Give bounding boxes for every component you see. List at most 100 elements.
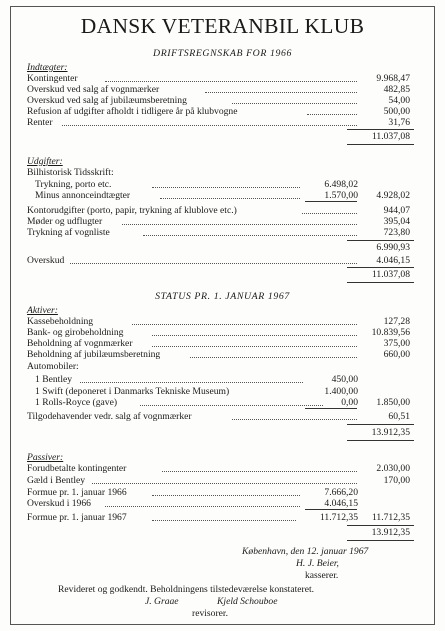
- sub-rule: [305, 201, 357, 202]
- income-label: Indtægter:: [27, 62, 68, 73]
- liabilities-label: Passiver:: [27, 452, 64, 463]
- sum-rule: [347, 240, 414, 241]
- expense-item-label: Trykning af vognliste: [27, 227, 110, 238]
- club-title: DANSK VETERANBIL KLUB: [80, 14, 365, 38]
- sum-rule: [347, 525, 414, 526]
- asset-item-label: Beholdning af vognmærker: [27, 338, 133, 349]
- leader-dots: [152, 187, 300, 188]
- income-item-label: Refusion af udgifter afholdt i tidligere…: [27, 106, 238, 117]
- car-item-amount: 0,00: [341, 397, 358, 408]
- leader-dots: [105, 506, 300, 507]
- leader-dots: [205, 92, 357, 93]
- page-border: [10, 6, 435, 625]
- asset-item-amount: 660,00: [383, 349, 410, 360]
- sub-rule: [305, 408, 357, 409]
- asset-item-amount: 375,00: [383, 338, 410, 349]
- sum-rule: [347, 424, 414, 425]
- leader-dots: [140, 405, 323, 406]
- treasurer-name: H. J. Beier,: [296, 558, 339, 569]
- asset-item-label: Beholdning af jubilæumsberetning: [27, 349, 161, 360]
- car-item-label: 1 Swift (deponeret i Danmarks Tekniske M…: [35, 386, 230, 397]
- leader-dots: [190, 357, 357, 358]
- asset-item-amount: 10.839,56: [371, 327, 410, 338]
- leader-dots: [307, 114, 357, 115]
- grand-total: 11.037,08: [371, 269, 410, 280]
- asset-item-label: Kassebeholdning: [27, 316, 94, 327]
- receivable-label: Tilgodehavender vedr. salg af vognmærker: [27, 411, 192, 422]
- leader-dots: [62, 125, 357, 126]
- overskud-label: Overskud: [27, 255, 65, 266]
- liability-item-amount: 170,00: [383, 475, 410, 486]
- expense-total: 6.990,93: [376, 242, 410, 253]
- car-item-label: 1 Bentley: [35, 374, 73, 385]
- car-item-amount: 1.400,00: [324, 386, 358, 397]
- assets-total: 13.912,35: [371, 427, 410, 438]
- asset-item-label: Bank- og girobeholdning: [27, 327, 124, 338]
- cars-total: 1.850,00: [376, 397, 410, 408]
- car-item-label: 1 Rolls-Royce (gave): [35, 397, 118, 408]
- sum-rule: [347, 267, 414, 268]
- leader-dots: [160, 198, 300, 199]
- leader-dots: [232, 103, 357, 104]
- driftsregnskab-heading: DRIFTSREGNSKAB FOR 1966: [153, 48, 292, 59]
- liabilities-total: 13.912,35: [371, 527, 410, 538]
- expense-label: Udgifter:: [27, 156, 63, 167]
- leader-dots: [80, 382, 303, 383]
- liability-item-label: Forudbetalte kontingenter: [27, 463, 127, 474]
- total-rule: [347, 282, 414, 283]
- tidsskrift-total: 4.928,02: [376, 190, 410, 201]
- leader-dots: [152, 495, 300, 496]
- leader-dots: [232, 419, 357, 420]
- tidsskrift-label: Bilhistorisk Tidsskrift:: [27, 167, 114, 178]
- overskud-amount: 4.046,15: [376, 255, 410, 266]
- leader-dots: [162, 471, 357, 472]
- income-item-amount: 54,00: [388, 95, 410, 106]
- liability-item-amount: 2.030,00: [376, 463, 410, 474]
- equity-item-label: Formue pr. 1. januar 1966: [27, 487, 127, 498]
- leader-dots: [143, 235, 357, 236]
- income-item-label: Overskud ved salg af jubilæumsberetning: [27, 95, 187, 106]
- auditors-role: revisorer.: [192, 608, 228, 619]
- income-item-label: Kontingenter: [27, 73, 78, 84]
- equity-item-amount: 4.046,15: [324, 498, 358, 509]
- total-rule: [347, 540, 414, 541]
- leader-dots: [70, 263, 357, 264]
- equity-end-amount: 11.712,35: [371, 512, 410, 523]
- sum-rule: [347, 129, 414, 130]
- asset-item-amount: 127,28: [383, 316, 410, 327]
- place-date: København, den 12. januar 1967: [242, 546, 369, 557]
- equity-item-label: Overskud i 1966: [27, 498, 91, 509]
- income-item-label: Renter: [27, 117, 53, 128]
- leader-dots: [132, 324, 357, 325]
- expense-item-amount: 944,07: [383, 205, 410, 216]
- assets-label: Aktiver:: [27, 305, 58, 316]
- leader-dots: [122, 224, 357, 225]
- sub-rule: [305, 509, 357, 510]
- income-item-amount: 9.968,47: [376, 73, 410, 84]
- expense-item-label: Kontorudgifter (porto, papir, trykning a…: [27, 205, 237, 216]
- income-item-amount: 500,00: [383, 106, 410, 117]
- leader-dots: [152, 346, 357, 347]
- leader-dots: [105, 81, 357, 82]
- equity-item-amount: 7.666,20: [324, 487, 358, 498]
- leader-dots: [92, 483, 357, 484]
- cars-label: Automobiler:: [27, 361, 79, 372]
- treasurer-role: kasserer.: [305, 570, 339, 581]
- car-item-amount: 450,00: [331, 374, 358, 385]
- liability-item-label: Gæld i Bentley: [27, 475, 86, 486]
- tidsskrift-item-label: Minus annonceindtægter: [35, 190, 131, 201]
- total-rule: [347, 440, 414, 441]
- status-heading: STATUS PR. 1. JANUAR 1967: [155, 291, 290, 302]
- expense-item-amount: 723,80: [383, 227, 410, 238]
- tidsskrift-item-amount: 1.570,00: [324, 190, 358, 201]
- auditor-name: J. Graae: [145, 596, 179, 607]
- tidsskrift-item-amount: 6.498,02: [324, 179, 358, 190]
- receivable-amount: 60,51: [388, 411, 410, 422]
- income-item-label: Overskud ved salg af vognmærker: [27, 84, 160, 95]
- equity-end-sub: 11.712,35: [319, 512, 358, 523]
- leader-dots: [152, 335, 357, 336]
- expense-item-amount: 395,04: [383, 216, 410, 227]
- expense-item-label: Møder og udflugter: [27, 216, 103, 227]
- total-rule: [347, 144, 414, 145]
- leader-dots: [302, 213, 357, 214]
